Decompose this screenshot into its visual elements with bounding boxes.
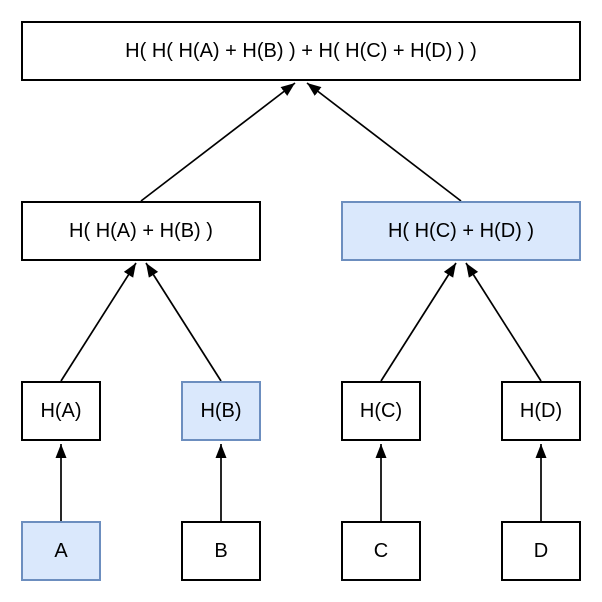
node-leaf-c: C [341,521,421,581]
node-leaf-a: A [21,521,101,581]
node-hash-c: H(C) [341,381,421,441]
node-hash-a: H(A) [21,381,101,441]
node-hash-ab: H( H(A) + H(B) ) [21,201,261,261]
edge-hash-a-to-hash-ab [60,262,137,382]
node-root: H( H( H(A) + H(B) ) + H( H(C) + H(D) ) ) [21,21,581,81]
edge-hash-c-to-hash-cd [380,262,457,382]
node-hash-b: H(B) [181,381,261,441]
edge-hash-ab-to-root [140,82,296,202]
edge-hash-cd-to-root [306,82,462,202]
node-hash-cd: H( H(C) + H(D) ) [341,201,581,261]
edge-hash-b-to-hash-ab [145,262,222,382]
edge-hash-d-to-hash-cd [465,262,542,382]
node-leaf-b: B [181,521,261,581]
node-leaf-d: D [501,521,581,581]
node-hash-d: H(D) [501,381,581,441]
